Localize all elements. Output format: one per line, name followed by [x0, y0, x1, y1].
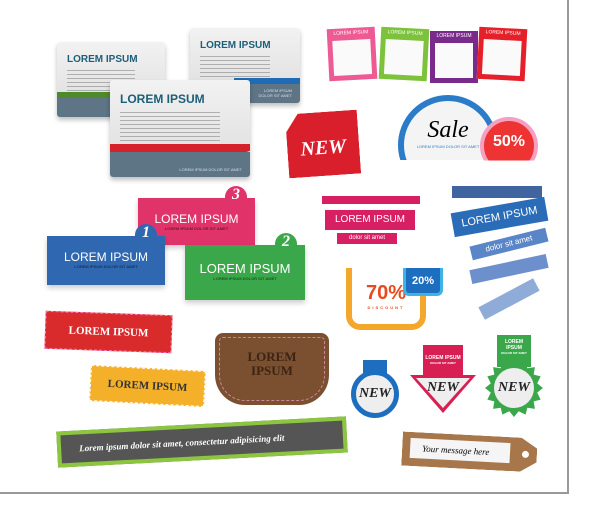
info-card-red: LOREM IPSUM LOREM IPSUM DOLOR SIT AMET	[110, 80, 250, 177]
color-tag-red: LOREM IPSUM	[476, 26, 528, 82]
red-stitched-label: LOREM IPSUM	[44, 310, 173, 354]
leather-label: LOREM IPSUM	[215, 333, 329, 405]
tent-title: LOREM IPSUM	[199, 261, 291, 276]
badge-text: NEW	[416, 378, 470, 408]
tent-title: LOREM IPSUM	[154, 212, 239, 226]
badge-top-label: LOREM IPSUM	[425, 355, 461, 361]
sale-badge: Sale LOREM IPSUM DOLOR SIT AMET	[398, 95, 498, 160]
badge-top-label: LOREM IPSUM	[504, 339, 524, 351]
tag-label: LOREM IPSUM	[436, 33, 472, 39]
tent-number: 1	[135, 224, 157, 246]
tent-title: LOREM IPSUM	[63, 250, 148, 264]
tent-subtitle: LOREM IPSUM DOLOR SIT AMET	[74, 264, 138, 269]
card-arrow	[234, 77, 300, 87]
ribbon-fold	[322, 196, 420, 204]
card-arrow	[57, 91, 144, 101]
tag-label: LOREM IPSUM	[333, 29, 369, 37]
card-footer: LOREM IPSUM DOLOR SIT AMET	[258, 88, 293, 98]
card-base	[110, 151, 250, 177]
card-title: LOREM IPSUM	[120, 92, 205, 106]
sale-script: Sale	[427, 117, 469, 143]
tent-number: 2	[275, 233, 297, 255]
tent-number: 3	[225, 186, 247, 208]
tent-subtitle: LOREM IPSUM DOLOR SIT AMET	[213, 276, 277, 281]
badge-top-sub: DOLOR SIT AMET	[430, 361, 456, 365]
tag-label: LOREM IPSUM	[387, 29, 423, 37]
sale-percent: 50%	[480, 117, 538, 161]
pink-ribbon-sub: dolor sit amet	[337, 233, 397, 244]
discount-badge: 70% DISCOUNT	[346, 268, 426, 330]
tent-subtitle: LOREM IPSUM DOLOR SIT AMET	[164, 226, 229, 231]
new-circle-badge: NEW	[351, 360, 399, 418]
card-body-text	[200, 56, 270, 78]
new-tag-label: NEW	[299, 135, 347, 161]
orange-stitched-label: LOREM IPSUM	[89, 365, 206, 407]
canvas-frame	[0, 0, 569, 494]
new-price-tag: NEW	[285, 110, 361, 179]
discount-value: 70%	[365, 282, 407, 304]
message-text: Your message here	[410, 438, 511, 463]
discount-word: DISCOUNT	[367, 305, 405, 310]
message-tag: Your message here	[401, 431, 538, 472]
card-arrow	[110, 144, 250, 156]
ribbon-fold	[452, 186, 542, 198]
badge-top-sub: DOLOR SIT AMET	[501, 351, 527, 355]
badge-text: NEW	[494, 368, 534, 408]
color-tag-purple: LOREM IPSUM	[430, 31, 478, 83]
color-tag-pink: LOREM IPSUM	[326, 26, 378, 82]
card-title: LOREM IPSUM	[67, 54, 138, 65]
card-title: LOREM IPSUM	[200, 40, 271, 51]
discount-extra-badge: 20%	[403, 268, 443, 296]
badge-text: NEW	[351, 370, 399, 418]
card-footer: LOREM IPSUM DOLOR SIT AMET	[179, 167, 242, 172]
sale-caption: LOREM IPSUM DOLOR SIT AMET	[416, 144, 480, 149]
card-body-text	[120, 112, 220, 142]
color-tag-green: LOREM IPSUM	[378, 26, 430, 82]
pink-ribbon-title: LOREM IPSUM	[325, 210, 415, 230]
tag-hole	[522, 451, 529, 458]
tag-label: LOREM IPSUM	[485, 29, 521, 37]
